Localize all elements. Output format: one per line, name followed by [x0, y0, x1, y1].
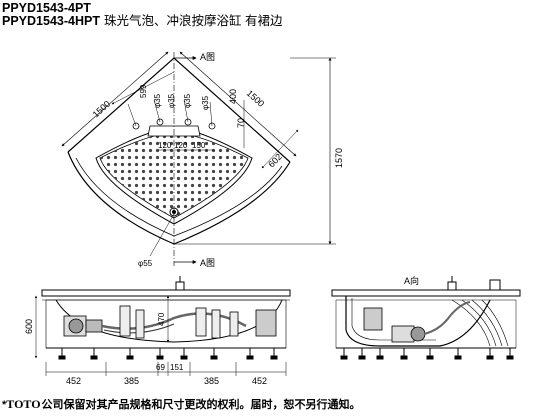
model-number-2: PPYD1543-4HPT [2, 14, 100, 28]
product-description: 珠光气泡、冲浪按摩浴缸 有裙边 [103, 14, 283, 28]
dim-599: 599 [139, 84, 148, 98]
dim-1570: 1570 [334, 148, 344, 168]
dim-400: 400 [228, 89, 238, 104]
footer-star: * [2, 399, 7, 411]
dim-phi35-c: φ35 [183, 93, 192, 108]
dim-151: 151 [170, 363, 184, 372]
pump-motor [63, 315, 103, 337]
section-label-bottom: A图 [200, 258, 215, 268]
footer-text: 公司保留对其产品规格和尺寸更改的权利。届时，恕不另行通知。 [41, 399, 361, 411]
footer-notice: *TOTO公司保留对其产品规格和尺寸更改的权利。届时，恕不另行通知。 [2, 396, 361, 412]
front-view [34, 276, 291, 376]
section-label-top: A图 [200, 52, 215, 62]
dim-phi35-a: φ35 [153, 93, 162, 108]
dim-452-left: 452 [66, 376, 81, 386]
dim-69: 69 [156, 363, 165, 372]
dim-150: 150 [192, 141, 206, 150]
section-view-label: A向 [404, 275, 419, 286]
section-pump [391, 325, 426, 343]
dim-120-b: 120 [174, 141, 188, 150]
brand-logo: TOTO [6, 397, 41, 411]
dim-385-left: 385 [124, 376, 139, 386]
dim-120-a: 120 [158, 141, 172, 150]
dim-phi55: φ55 [138, 259, 153, 268]
dim-600: 600 [24, 319, 34, 334]
dim-452-right: 452 [252, 376, 267, 386]
front-view-labels: 600 470 452 385 69 151 385 452 [24, 312, 267, 386]
dim-phi35-b: φ35 [167, 93, 176, 108]
dim-385-right: 385 [204, 376, 219, 386]
section-view [331, 276, 521, 360]
dim-phi35-d: φ35 [201, 95, 210, 110]
dim-70: 70 [236, 118, 246, 128]
model-number-1: PPYD1543-4PT [2, 1, 91, 15]
dim-1500-right: 1500 [245, 88, 267, 109]
top-view [61, 51, 336, 266]
dim-470: 470 [157, 312, 166, 326]
